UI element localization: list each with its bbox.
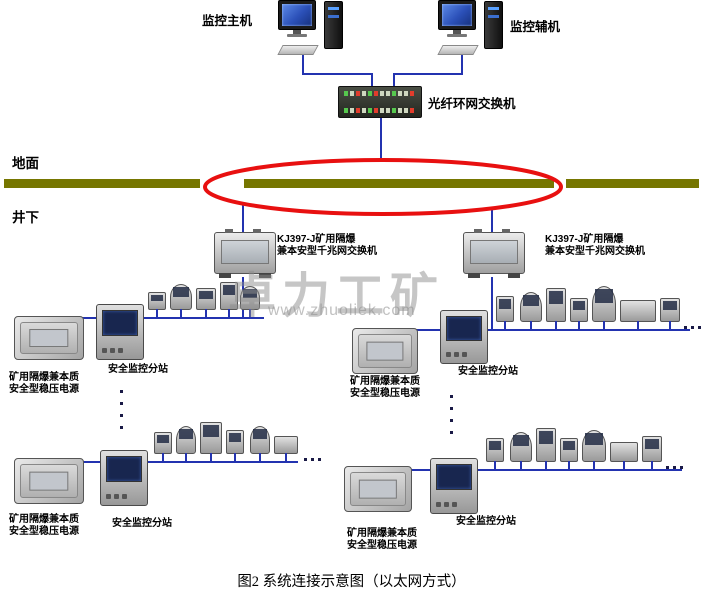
power-label-line2: 安全型稳压电源	[9, 526, 79, 537]
sensor-icon	[176, 426, 196, 463]
fiber-ring-switch-label: 光纤环网交换机	[428, 97, 516, 111]
power-supply-icon	[14, 458, 84, 504]
sensor-icon	[274, 436, 298, 463]
monitoring-main-host-icon	[277, 0, 343, 58]
substation-icon	[100, 450, 148, 506]
mine-switch-left-icon	[214, 229, 276, 278]
sensor-icon	[642, 436, 662, 471]
monitor-icon	[278, 0, 316, 30]
power-label-line1: 矿用隔爆兼本质	[9, 372, 79, 383]
monitoring-aux-host-icon	[437, 0, 503, 58]
power-supply-icon	[14, 316, 84, 360]
power-supply-label: 矿用隔爆兼本质 安全型稳压电源	[0, 514, 88, 538]
sensor-icon	[592, 286, 616, 331]
wire-aux-host	[393, 54, 463, 86]
substation-label: 安全监控分站	[108, 364, 168, 375]
power-label-line2: 安全型稳压电源	[350, 388, 420, 399]
sensor-icon	[510, 432, 532, 471]
sensor-icon	[240, 286, 260, 319]
mine-switch-right-label: KJ397-J矿用隔爆 兼本安型千兆网交换机	[545, 234, 645, 258]
sensor-icon	[226, 430, 244, 463]
more-substations-ellipsis-right	[450, 395, 453, 434]
sensor-icon	[486, 438, 504, 471]
keyboard-icon	[277, 45, 319, 55]
surface-bar-right	[566, 179, 699, 188]
sensor-icon	[520, 292, 542, 331]
main-host-label: 监控主机	[202, 14, 253, 28]
power-supply-label: 矿用隔爆兼本质 安全型稳压电源	[0, 372, 88, 396]
power-label-line1: 矿用隔爆兼本质	[9, 514, 79, 525]
mine-switch-right-icon	[463, 229, 525, 278]
mine-switch-right-label-line1: KJ397-J矿用隔爆	[545, 234, 624, 245]
monitor-icon	[438, 0, 476, 30]
sensor-icon	[620, 300, 656, 331]
aux-host-label: 监控辅机	[510, 20, 561, 34]
sensor-icon	[200, 422, 222, 463]
substation-icon	[440, 310, 488, 364]
sensor-icon	[148, 292, 166, 319]
figure-caption: 图2 系统连接示意图（以太网方式）	[237, 574, 466, 590]
ring-network	[203, 158, 563, 216]
power-label-line2: 安全型稳压电源	[9, 384, 79, 395]
surface-bar-left	[4, 179, 200, 188]
power-label-line2: 安全型稳压电源	[347, 540, 417, 551]
substation-label: 安全监控分站	[456, 516, 516, 527]
substation-icon	[430, 458, 478, 514]
surface-bar-middle	[244, 179, 554, 188]
tower-icon	[324, 1, 343, 49]
tower-icon	[484, 1, 503, 49]
mine-switch-right-label-line2: 兼本安型千兆网交换机	[545, 246, 645, 257]
sensor-icon	[154, 432, 172, 463]
wire-main-host	[302, 54, 373, 86]
more-devices-ellipsis	[666, 466, 683, 469]
substation-icon	[96, 304, 144, 360]
sensor-icon	[546, 288, 566, 331]
mine-switch-left-label: KJ397-J矿用隔爆 兼本安型千兆网交换机	[277, 234, 377, 258]
sensor-icon	[536, 428, 556, 471]
more-devices-ellipsis	[684, 326, 701, 329]
mine-switch-left-label-line2: 兼本安型千兆网交换机	[277, 246, 377, 257]
power-supply-label: 矿用隔爆兼本质 安全型稳压电源	[340, 376, 430, 400]
sensor-icon	[196, 288, 216, 319]
more-substations-ellipsis-left	[120, 390, 123, 429]
mine-switch-left-label-line1: KJ397-J矿用隔爆	[277, 234, 356, 245]
sensor-icon	[582, 430, 606, 471]
sensor-icon	[170, 284, 192, 319]
substation-label: 安全监控分站	[458, 366, 518, 377]
power-supply-label: 矿用隔爆兼本质 安全型稳压电源	[336, 528, 428, 552]
power-supply-icon	[352, 328, 418, 374]
surface-label: 地面	[12, 156, 39, 171]
sensor-icon	[560, 438, 578, 471]
sensor-icon	[496, 296, 514, 331]
substation-label: 安全监控分站	[112, 518, 172, 529]
underground-label: 井下	[12, 210, 39, 225]
more-devices-ellipsis	[304, 458, 321, 461]
power-label-line1: 矿用隔爆兼本质	[347, 528, 417, 539]
sensor-icon	[610, 442, 638, 471]
sensor-icon	[220, 282, 238, 319]
fiber-ring-switch-icon	[338, 86, 422, 118]
power-supply-icon	[344, 466, 412, 512]
sensor-icon	[250, 426, 270, 463]
power-label-line1: 矿用隔爆兼本质	[350, 376, 420, 387]
sensor-icon	[660, 298, 680, 331]
keyboard-icon	[437, 45, 479, 55]
sensor-icon	[570, 298, 588, 331]
